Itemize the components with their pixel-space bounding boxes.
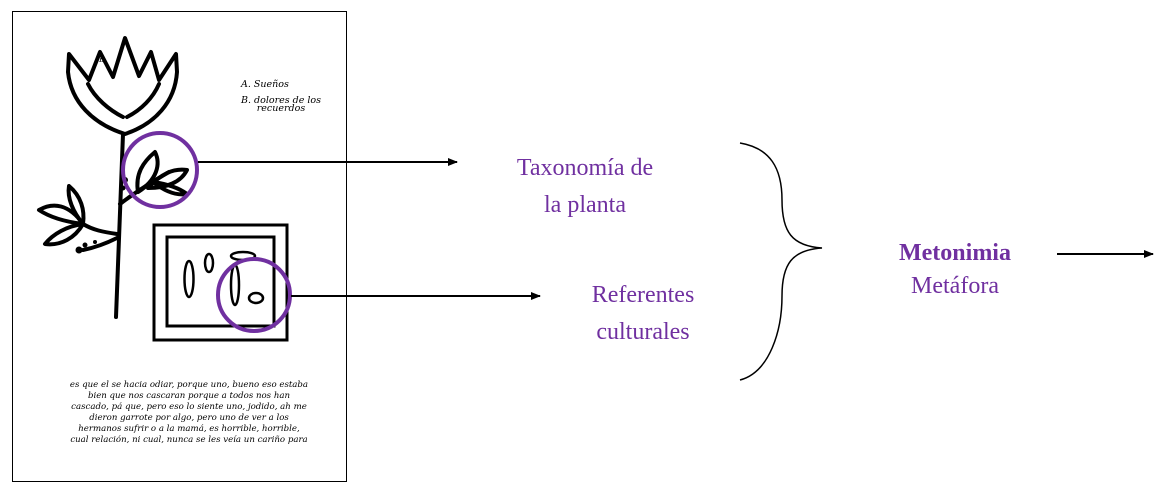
branch-left (81, 222, 119, 236)
concept-cultural-line1: Referentes (591, 282, 695, 308)
leaf-left-3 (43, 222, 85, 247)
flower-mark-label: B. (99, 55, 108, 64)
concept-taxonomy-line2: la planta (544, 192, 626, 218)
flower-outline (66, 36, 179, 136)
concept-cultural: Referentes culturales (548, 277, 738, 351)
highlight-circle-painting (216, 257, 292, 333)
result-primary: Metonimia (899, 240, 1011, 266)
body-line: es que el se hacia odiar, porque uno, bu… (69, 380, 309, 390)
result-secondary: Metáfora (911, 273, 999, 299)
body-line: hermanos sufrir o a la mamá, es horrible… (78, 424, 300, 434)
curly-brace (739, 142, 823, 381)
body-line: cual relación, ni cual, nunca se les veí… (70, 435, 308, 445)
label-b: B. dolores de los recuerdos (241, 95, 321, 114)
twig (81, 236, 119, 252)
highlight-circle-leaf (121, 131, 199, 209)
leaf-right-2 (146, 167, 189, 190)
flower-inner-right (125, 82, 161, 119)
concept-taxonomy: Taxonomía de la planta (480, 150, 690, 224)
flower-inner-left (86, 82, 125, 119)
document-body-text: es que el se hacia odiar, porque uno, bu… (53, 380, 325, 446)
body-line: bien que nos cascaran porque a todos nos… (87, 391, 291, 401)
label-a: A. Sueños (241, 79, 289, 90)
frame-inner (165, 235, 276, 328)
body-line: dieron garrote por algo, pero uno de ver… (89, 413, 289, 423)
concept-taxonomy-line1: Taxonomía de (516, 155, 654, 181)
body-line: cascado, pá que, pero eso lo siente uno,… (71, 402, 307, 412)
leaf-left-2 (66, 184, 86, 226)
result-block: Metonimia Metáfora (860, 237, 1050, 303)
concept-cultural-line2: culturales (596, 319, 690, 345)
document-page: B. A. Sueños B. dolores de los recuerdos… (12, 11, 347, 482)
leaf-right-1 (135, 150, 160, 194)
leaf-left-1 (37, 203, 85, 226)
